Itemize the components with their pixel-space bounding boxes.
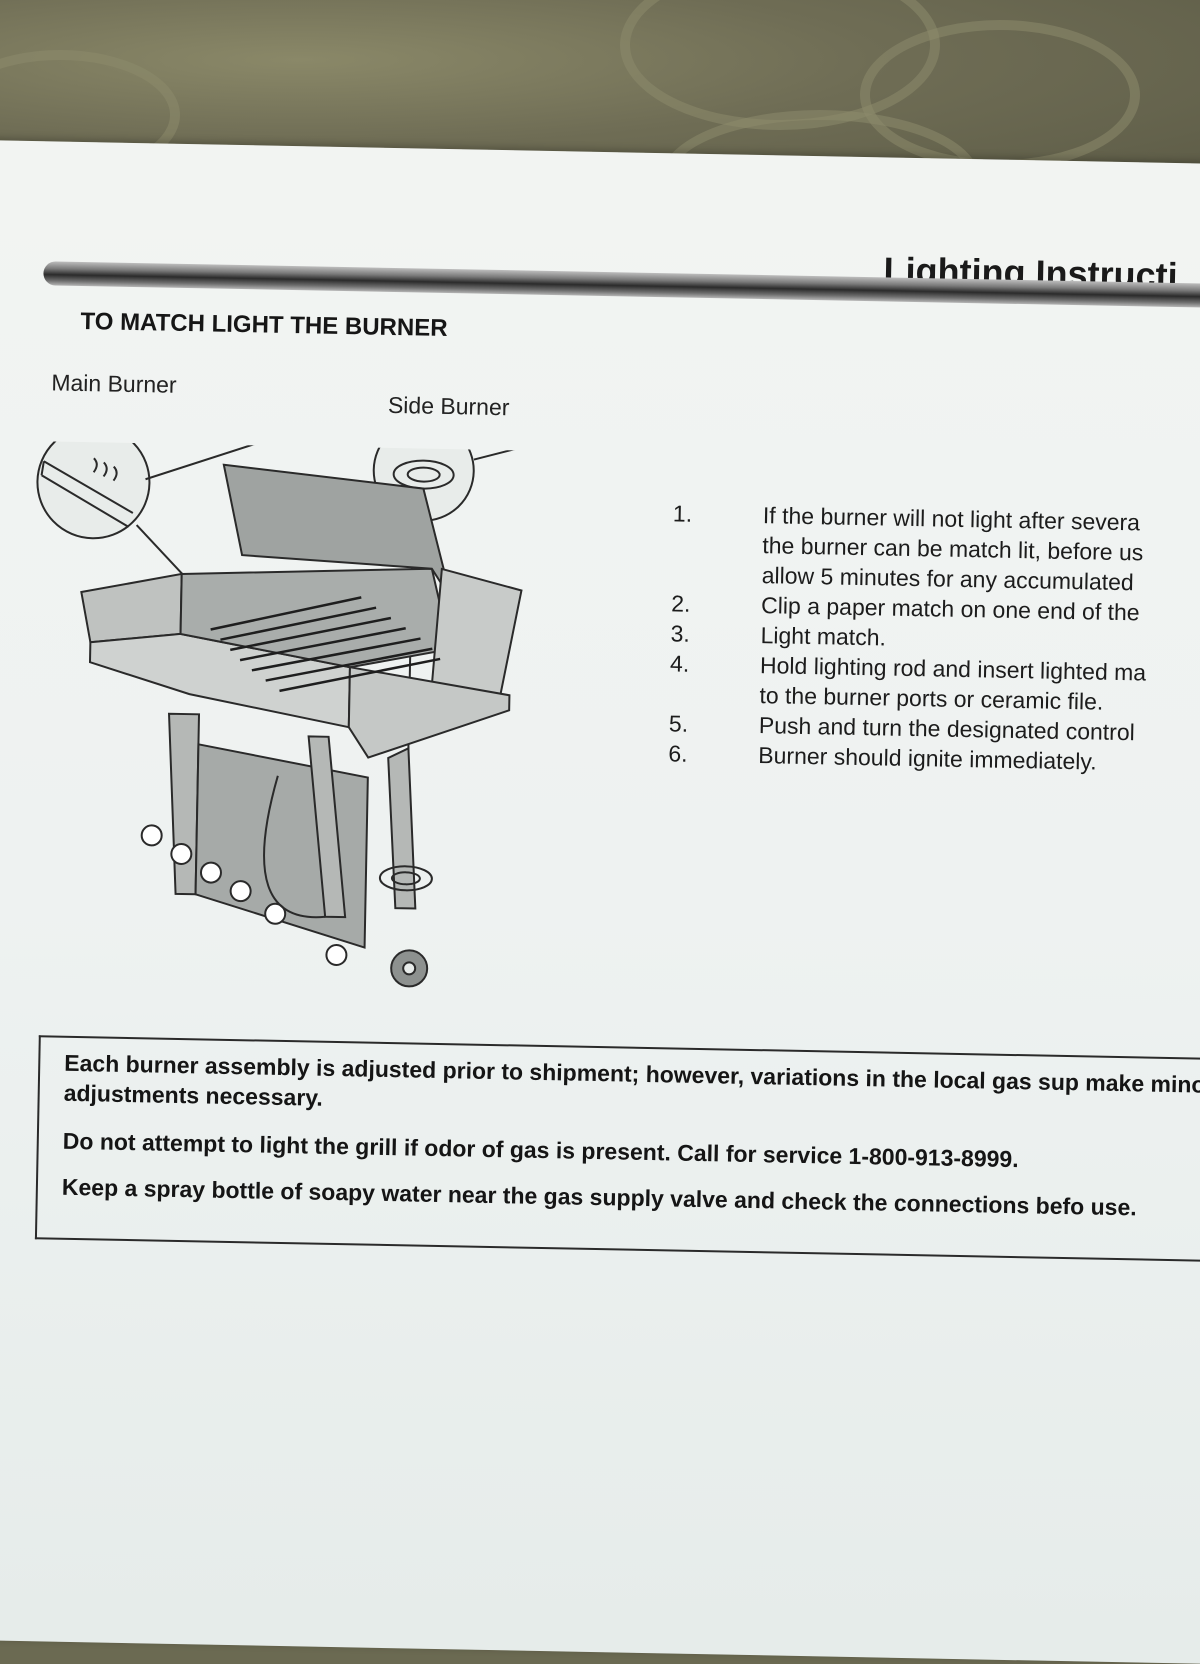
grill-body — [80, 463, 523, 949]
step-number: 6. — [668, 740, 688, 767]
step-number: 5. — [668, 710, 689, 737]
gas-hose — [263, 775, 326, 919]
notice-gas-odor: Do not attempt to light the grill if odo… — [62, 1127, 1019, 1173]
safety-notice-box: Each burner assembly is adjusted prior t… — [34, 1035, 1200, 1263]
main-burner-label: Main Burner — [51, 369, 177, 398]
side-burner-label: Side Burner — [387, 391, 510, 421]
step-number: 1. — [672, 500, 693, 527]
step-item: 1. If the burner will not light after se… — [672, 498, 1200, 599]
side-burner-ring — [378, 865, 433, 892]
step-number: 3. — [670, 620, 691, 647]
step-number: 4. — [669, 650, 690, 677]
section-title: TO MATCH LIGHT THE BURNER — [80, 307, 448, 343]
grill-wheels — [390, 949, 429, 988]
notice-adjustment: Each burner assembly is adjusted prior t… — [63, 1049, 1200, 1111]
grill-grates — [210, 596, 441, 693]
main-burner-callout — [36, 441, 275, 596]
lighting-steps: 1. If the burner will not light after se… — [668, 498, 1200, 779]
instruction-sheet: Lighting Instructi TO MATCH LIGHT THE BU… — [0, 140, 1200, 1664]
control-knobs — [140, 824, 348, 966]
notice-soapy-water: Keep a spray bottle of soapy water near … — [61, 1173, 1137, 1221]
step-item: 4. Hold lighting rod and insert lighted … — [669, 648, 1200, 719]
step-number: 2. — [670, 590, 691, 617]
grill-illustration — [36, 441, 555, 988]
